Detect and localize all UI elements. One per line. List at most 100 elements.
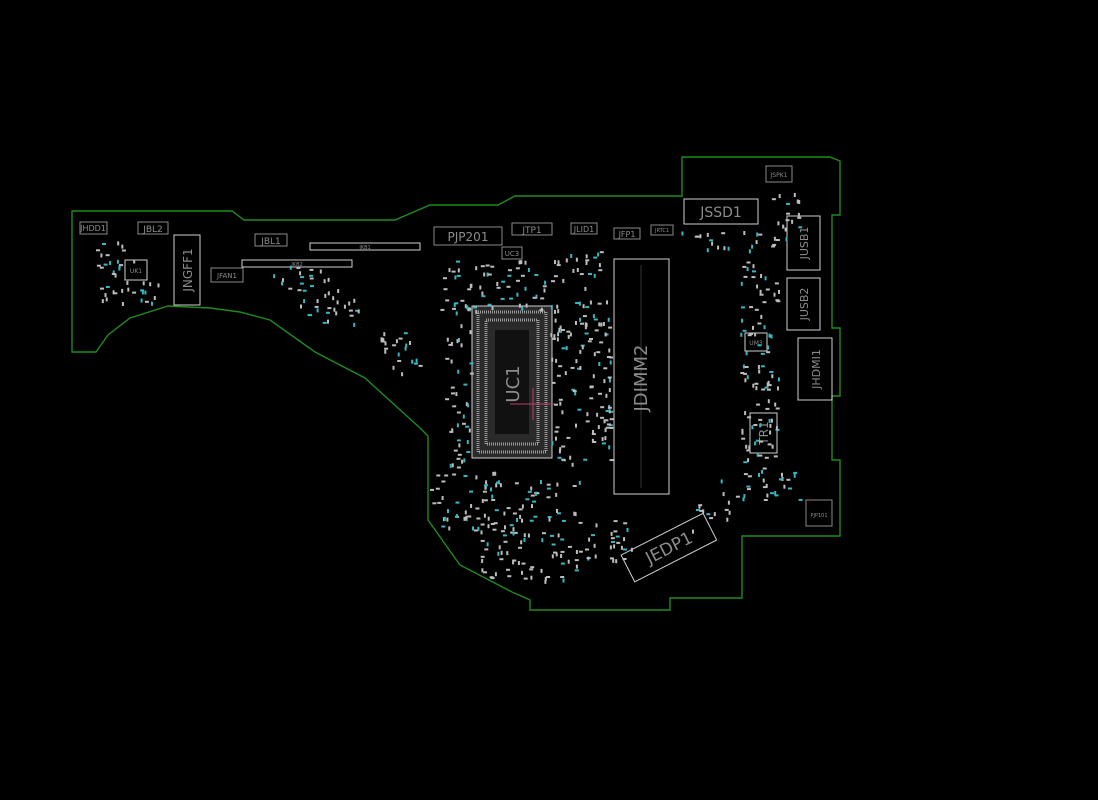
smd-pad [540,307,543,312]
connector-jdimm2-label: JDIMM2 [631,345,652,413]
smd-pad [557,309,560,314]
smd-pad [337,289,340,293]
smd-pad [565,346,568,351]
smd-pad [461,459,464,464]
connector-jusb2: JUSB2 [786,277,821,331]
connector-jedp1: JEDP1 [620,512,718,583]
smd-pad [456,411,461,414]
smd-pad [782,224,785,229]
smd-pad [622,558,627,560]
smd-pad [513,531,518,534]
smd-pad [593,543,596,548]
chip-uk1-label: UK1 [130,268,142,275]
smd-pad [579,349,582,354]
smd-pad [551,357,554,362]
smd-pad [681,231,684,236]
smd-pad [502,534,507,537]
smd-pad [343,304,346,309]
connector-pjp101: PJP101 [805,499,833,527]
smd-pad [572,268,575,273]
smd-pad [515,267,520,270]
smd-pad [770,492,774,495]
smd-pad [327,277,330,282]
smd-pad [791,219,794,224]
smd-pad [752,383,755,388]
smd-pad [457,369,460,374]
smd-pad [121,302,124,306]
smd-pad [353,298,356,303]
smd-pad [441,480,446,483]
smd-pad [551,441,554,446]
smd-pad [786,202,790,205]
smd-pad [445,357,450,360]
smd-pad [796,199,799,204]
smd-pad [524,286,527,291]
connector-jusb1-label: JUSB1 [798,227,811,261]
smd-pad [593,273,596,278]
smd-pad [561,519,566,522]
connector-jusb2-label: JUSB2 [798,288,811,322]
smd-pad [466,440,469,444]
smd-pad [765,288,770,291]
smd-pad [741,318,744,323]
smd-pad [747,488,751,491]
smd-pad [610,537,615,540]
smd-pad [491,494,494,499]
smd-pad [440,308,445,311]
smd-pad [741,428,744,433]
smd-pad [613,520,618,523]
smd-pad [121,244,124,249]
smd-pad [455,501,460,504]
smd-pad [604,419,609,422]
smd-pad [609,360,612,365]
smd-pad [464,304,467,309]
smd-pad [497,551,500,556]
smd-pad [475,309,478,314]
smd-pad [749,333,753,335]
smd-pad [432,502,437,505]
smd-pad [609,410,614,413]
smd-pad [741,437,746,440]
smd-pad [418,364,423,367]
smd-pad [727,246,730,251]
connector-jspk1-label: JSPK1 [770,172,788,179]
smd-pad [281,281,283,286]
smd-pad [445,398,450,401]
smd-pad [765,407,770,410]
smd-pad [762,486,767,489]
smd-pad [507,575,512,578]
smd-pad [409,341,411,345]
smd-pad [756,452,759,457]
smd-pad [728,510,731,515]
smd-pad [775,426,778,431]
smd-pad [532,296,537,299]
smd-pad [579,366,582,370]
smd-pad [574,391,577,396]
smd-pad [299,271,302,276]
smd-pad [623,548,627,551]
smd-pad [588,273,592,275]
smd-pad [593,352,596,357]
smd-pad [771,444,774,449]
smd-pad [770,334,773,339]
smd-pad [542,532,546,535]
smd-pad [524,260,527,265]
connector-jbl1: JBL1 [254,233,288,247]
smd-pad [467,288,472,291]
smd-pad [774,494,779,497]
smd-pad [483,499,488,502]
smd-pad [757,365,760,369]
smd-pad [777,221,780,226]
smd-pad [757,344,762,347]
smd-pad [773,292,776,297]
smd-pad [530,575,533,580]
smd-pad [518,260,521,265]
smd-pad [759,440,764,443]
smd-pad [589,300,592,305]
smd-pad [527,268,530,272]
smd-pad [514,482,519,485]
smd-pad [551,280,555,283]
smd-pad [793,471,798,474]
smd-pad [297,289,302,292]
smd-pad [518,508,523,511]
